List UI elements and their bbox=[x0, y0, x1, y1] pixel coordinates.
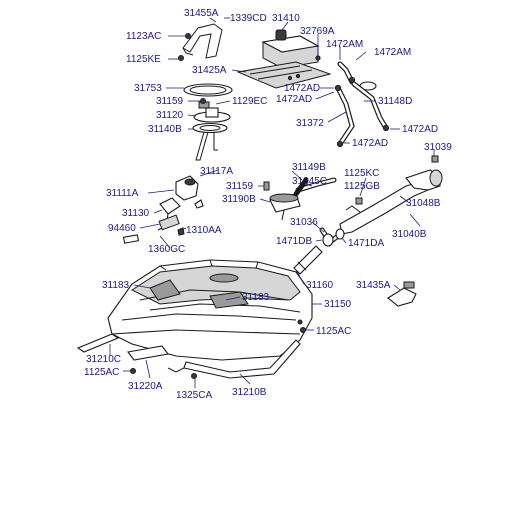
label-31372: 31372 bbox=[296, 118, 324, 129]
bolt-icon bbox=[130, 33, 321, 379]
label-31159-b: 31159 bbox=[226, 181, 254, 192]
label-31159-a: 31159 bbox=[156, 96, 184, 107]
label-1125KC: 1125KC bbox=[344, 168, 379, 179]
label-1472AM-a: 1472AM bbox=[326, 39, 363, 50]
label-1360GC: 1360GC bbox=[148, 244, 185, 255]
fuel-tank bbox=[107, 259, 313, 361]
label-31040B: 31040B bbox=[392, 229, 427, 240]
label-94460: 94460 bbox=[108, 223, 136, 234]
label-31210C: 31210C bbox=[86, 354, 121, 365]
label-31111A: 31111A bbox=[106, 188, 139, 199]
label-31345C: 31345C bbox=[292, 176, 327, 187]
label-31753: 31753 bbox=[134, 83, 162, 94]
vapor-hoses bbox=[334, 76, 390, 148]
small-hose-31149B bbox=[293, 177, 309, 197]
gasket-inner-ring bbox=[189, 85, 227, 95]
label-31130: 31130 bbox=[122, 208, 150, 219]
part-labels: 31455A 1339CD 31410 32769A 1123AC 1472AM… bbox=[84, 8, 452, 401]
label-32769A: 32769A bbox=[300, 26, 335, 37]
tank-straps bbox=[76, 333, 301, 379]
label-1472AD-b: 1472AD bbox=[276, 94, 312, 105]
label-1472AD-c: 1472AD bbox=[402, 124, 438, 135]
label-31455A: 31455A bbox=[184, 8, 219, 19]
filler-hose bbox=[293, 245, 323, 275]
bolt-31159 bbox=[263, 181, 270, 191]
label-1129EC: 1129EC bbox=[232, 96, 267, 107]
label-31039: 31039 bbox=[424, 142, 452, 153]
rollover-valve bbox=[269, 177, 337, 221]
label-31190B: 31190B bbox=[222, 194, 256, 205]
leader-lines bbox=[109, 17, 435, 388]
label-31149B: 31149B bbox=[292, 162, 326, 173]
charcoal-canister bbox=[261, 29, 320, 69]
label-1125GB: 1125GB bbox=[344, 181, 380, 192]
label-1472AD-a: 1472AD bbox=[284, 83, 320, 94]
label-31048B: 31048B bbox=[406, 198, 441, 209]
filler-breather-hose bbox=[319, 227, 345, 247]
label-1125KE: 1125KE bbox=[126, 54, 161, 65]
fuel-pump-module bbox=[122, 101, 231, 244]
heat-protector bbox=[387, 281, 417, 307]
label-31183-b: 31183 bbox=[242, 292, 270, 303]
label-1472AD-d: 1472AD bbox=[352, 138, 388, 149]
label-31140B: 31140B bbox=[148, 124, 182, 135]
label-1471DB: 1471DB bbox=[276, 236, 312, 247]
label-31117A: 31117A bbox=[200, 166, 233, 177]
label-31435A: 31435A bbox=[356, 280, 391, 291]
label-31036: 31036 bbox=[290, 217, 318, 228]
label-31210B: 31210B bbox=[232, 387, 267, 398]
canister-bracket bbox=[182, 23, 223, 59]
label-1339CD: 1339CD bbox=[230, 13, 267, 24]
label-31183-a: 31183 bbox=[102, 280, 130, 291]
label-1472AM-b: 1472AM bbox=[374, 47, 411, 58]
label-31410: 31410 bbox=[272, 13, 300, 24]
label-31120: 31120 bbox=[156, 110, 184, 121]
label-31220A: 31220A bbox=[128, 381, 163, 392]
label-1325CA: 1325CA bbox=[176, 390, 212, 401]
label-31148D: 31148D bbox=[378, 96, 412, 107]
label-31425A: 31425A bbox=[192, 65, 227, 76]
filler-neck-assembly bbox=[339, 155, 443, 235]
label-1123AC: 1123AC bbox=[126, 31, 161, 42]
label-1310AA: 1310AA bbox=[186, 225, 222, 236]
label-31150: 31150 bbox=[324, 299, 352, 310]
label-1125AC-b: 1125AC bbox=[84, 367, 119, 378]
label-1125AC-a: 1125AC bbox=[316, 326, 351, 337]
label-1471DA: 1471DA bbox=[348, 238, 384, 249]
canister-cover bbox=[236, 61, 332, 89]
label-31160: 31160 bbox=[306, 280, 334, 291]
